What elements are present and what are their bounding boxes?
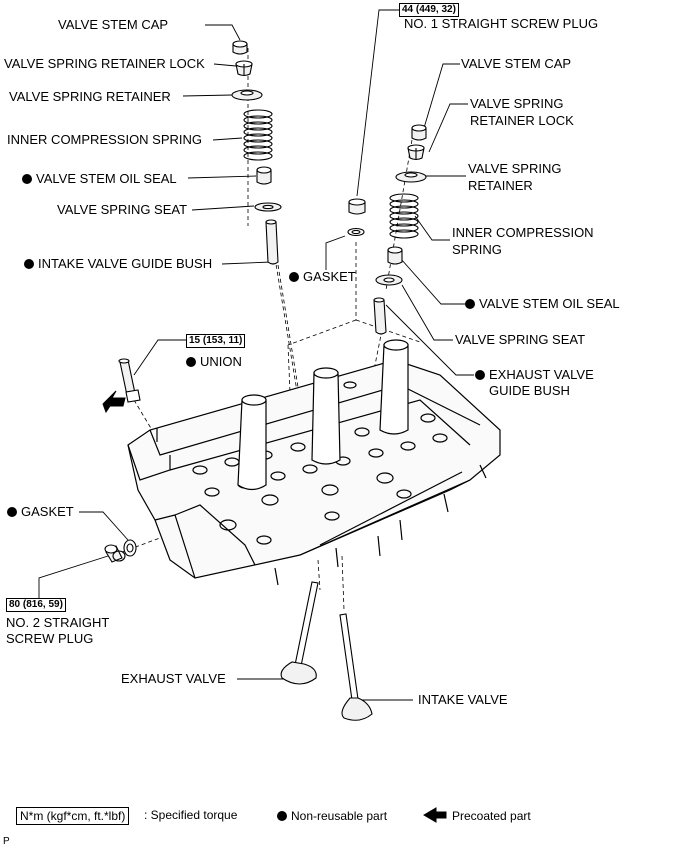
leader-spring-seat-intake [191, 205, 255, 211]
torque-plug1: 44 (449, 32) [399, 3, 459, 17]
oil-seal-intake-part [256, 166, 272, 185]
nonreusable-dot-icon [7, 507, 17, 517]
label-valve-stem-cap-exhaust: VALVE STEM CAP [461, 56, 572, 71]
nonreusable-dot-icon [475, 370, 485, 380]
nonreusable-dot-icon [24, 259, 34, 269]
label-plug2-1: NO. 2 STRAIGHT [6, 615, 110, 630]
torque-union: 15 (153, 11) [186, 334, 246, 348]
precoated-arrow [102, 390, 126, 414]
valve-stem-cap-exhaust-part [411, 124, 427, 141]
leader-intake-guide-bush [221, 261, 273, 265]
leader-exhaust-guide-bush [385, 304, 474, 376]
legend-precoated-text: Precoated part [452, 809, 531, 823]
label-retainer-lock-intake: VALVE SPRING RETAINER LOCK [4, 56, 205, 71]
plug1-part [348, 198, 366, 215]
label-retainer-exhaust-2: RETAINER [468, 178, 533, 193]
legend-precoated-arrow [423, 807, 447, 823]
retainer-intake-part [231, 89, 263, 101]
leader-lines [38, 9, 474, 701]
nonreusable-dot-icon [289, 272, 299, 282]
legend-torque-text: : Specified torque [144, 808, 238, 822]
intake-valve-part [339, 613, 373, 721]
leader-plug2 [38, 555, 109, 599]
nonreusable-dot-icon [22, 174, 32, 184]
leader-inner-spring-intake [212, 137, 243, 141]
legend-torque-box: N*m (kgf*cm, ft.*lbf) [16, 807, 130, 825]
retainer-lock-exhaust-part [407, 144, 425, 161]
label-gasket-lower: GASKET [7, 504, 74, 520]
label-oil-seal-exhaust: VALVE STEM OIL SEAL [465, 296, 620, 312]
intake-guide-bush-part [265, 219, 279, 265]
leader-oil-seal-exhaust [400, 258, 465, 305]
label-retainer-intake: VALVE SPRING RETAINER [9, 89, 171, 104]
label-intake-guide-bush: INTAKE VALVE GUIDE BUSH [24, 256, 212, 272]
label-retainer-lock-exhaust-1: VALVE SPRING [470, 96, 564, 111]
cylinder-head [127, 339, 501, 586]
nonreusable-dot-icon [186, 357, 196, 367]
retainer-lock-intake-part [235, 60, 253, 77]
valve-stem-cap-intake-part [232, 40, 248, 55]
retainer-exhaust-part [395, 171, 427, 183]
label-retainer-lock-exhaust-2: RETAINER LOCK [470, 113, 574, 128]
union-part [118, 358, 141, 403]
leader-union [133, 339, 186, 376]
label-gasket-upper: GASKET [289, 269, 356, 285]
gasket-lower-part [123, 539, 137, 557]
inner-spring-intake-part [243, 109, 273, 161]
label-plug2-2: SCREW PLUG [6, 631, 94, 646]
corner-mark: P [3, 836, 10, 847]
exhaust-guide-bush-part [373, 297, 387, 335]
leader-inner-spring-exhaust [414, 215, 450, 241]
label-inner-spring-exhaust-1: INNER COMPRESSION [452, 225, 594, 240]
leader-valve-stem-cap-intake [205, 24, 241, 41]
leader-valve-stem-cap-exhaust [423, 63, 460, 129]
oil-seal-exhaust-part [387, 246, 403, 265]
label-intake-valve: INTAKE VALVE [418, 692, 508, 707]
label-inner-spring-intake: INNER COMPRESSION SPRING [7, 132, 203, 147]
nonreusable-dot-icon [465, 299, 475, 309]
leader-oil-seal-intake [187, 175, 257, 179]
leader-plug1 [356, 9, 399, 197]
leader-retainer-intake [182, 94, 233, 97]
leader-gasket-lower [79, 511, 129, 541]
spring-seat-exhaust-part [375, 274, 403, 286]
label-plug1: NO. 1 STRAIGHT SCREW PLUG [404, 16, 599, 31]
leader-spring-seat-exhaust [401, 284, 453, 341]
label-retainer-exhaust-1: VALVE SPRING [468, 161, 562, 176]
torque-plug2: 80 (816, 59) [6, 598, 66, 612]
legend-nonreusable-dot [277, 811, 287, 821]
exhaust-valve-stack [347, 124, 427, 335]
label-exhaust-guide-bush-2: GUIDE BUSH [489, 383, 570, 398]
leader-retainer-lock-intake [213, 63, 237, 67]
label-union: UNION [186, 354, 242, 370]
plug2-part [104, 544, 126, 563]
label-valve-stem-cap-intake: VALVE STEM CAP [58, 17, 169, 32]
inner-spring-exhaust-part [389, 193, 419, 239]
label-spring-seat-exhaust: VALVE SPRING SEAT [455, 332, 586, 347]
intake-valve-stack [231, 40, 282, 265]
leader-gasket-upper [325, 235, 346, 270]
label-oil-seal-intake: VALVE STEM OIL SEAL [22, 171, 177, 187]
legend-nonreusable-text: Non-reusable part [291, 809, 388, 823]
spring-seat-intake-part [254, 202, 282, 212]
leader-retainer-lock-exhaust [428, 103, 468, 153]
spark-plug-tubes [237, 339, 409, 491]
label-spring-seat-intake: VALVE SPRING SEAT [57, 202, 188, 217]
label-inner-spring-exhaust-2: SPRING [452, 242, 502, 257]
label-exhaust-valve: EXHAUST VALVE [121, 671, 226, 686]
label-exhaust-guide-bush-1: EXHAUST VALVE [475, 367, 594, 383]
exhaust-valve-part [280, 581, 319, 685]
gasket-upper-part [347, 227, 365, 237]
head-studs [156, 428, 487, 586]
